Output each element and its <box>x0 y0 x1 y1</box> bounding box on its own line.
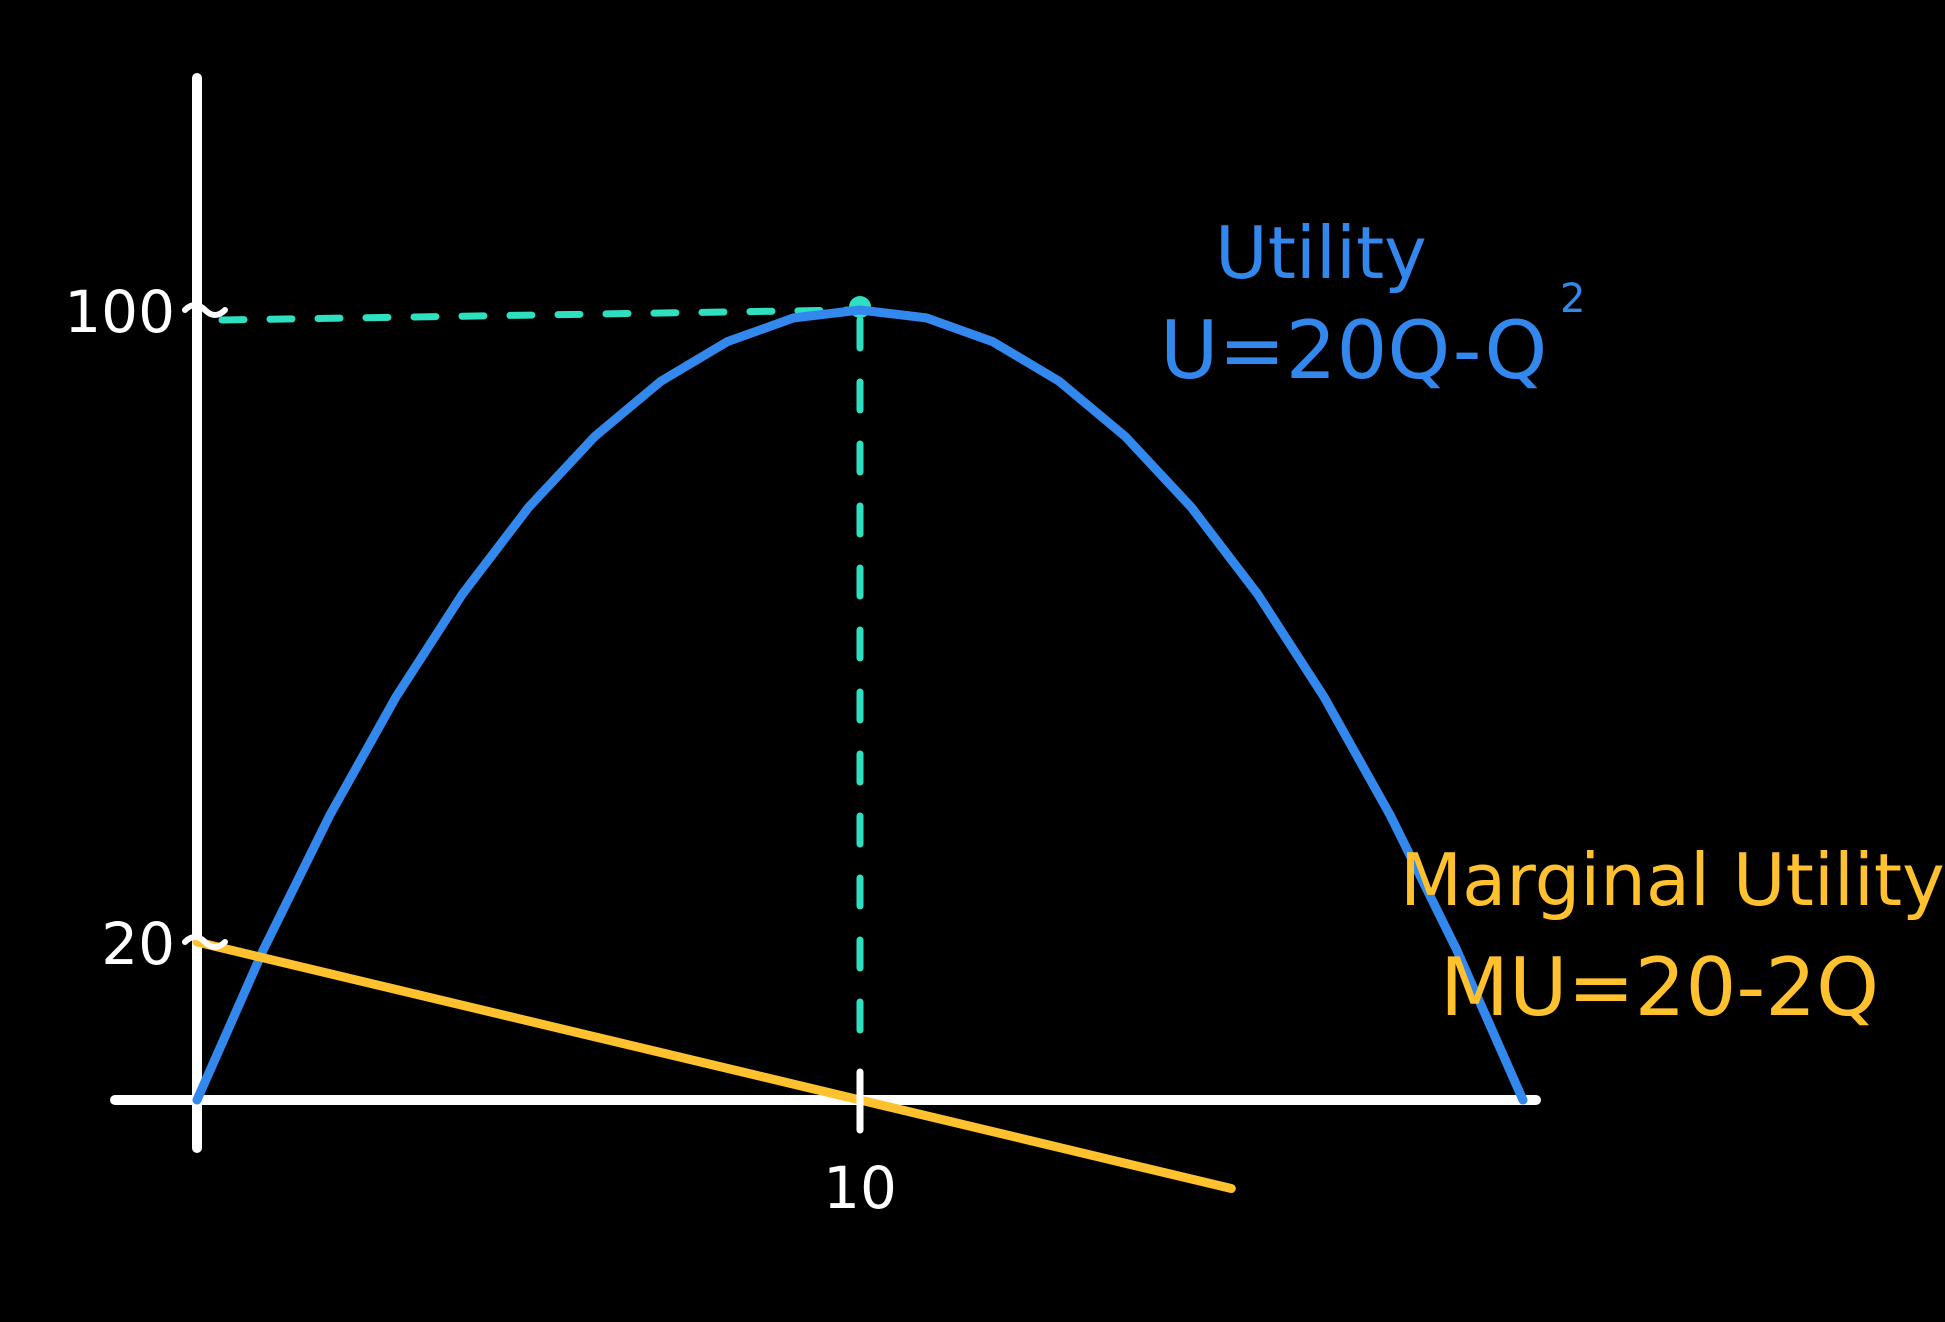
axes <box>110 73 1541 1153</box>
x-tick-label: 10 <box>823 1154 897 1222</box>
utility-equation: U=20Q-Q <box>1160 304 1547 397</box>
tick-layer: 100 20 10 <box>64 278 897 1222</box>
y-tick-mark <box>182 302 228 318</box>
utility-equation-superscript: 2 <box>1560 276 1585 322</box>
utility-series-name: Utility <box>1215 211 1427 295</box>
y-tick-label: 100 <box>64 278 175 346</box>
marginal-utility-equation: MU=20-2Q <box>1440 941 1879 1034</box>
marginal-utility-series-name: Marginal Utility <box>1400 838 1945 922</box>
utility-curve <box>192 305 1528 1105</box>
marginal-utility-label-group: Marginal Utility MU=20-2Q <box>1400 838 1945 1034</box>
y-tick-label: 20 <box>101 910 175 978</box>
horizontal-max-guide <box>218 306 856 324</box>
y-tick-mark <box>182 934 228 950</box>
utility-label-group: Utility U=20Q-Q 2 <box>1160 211 1585 397</box>
